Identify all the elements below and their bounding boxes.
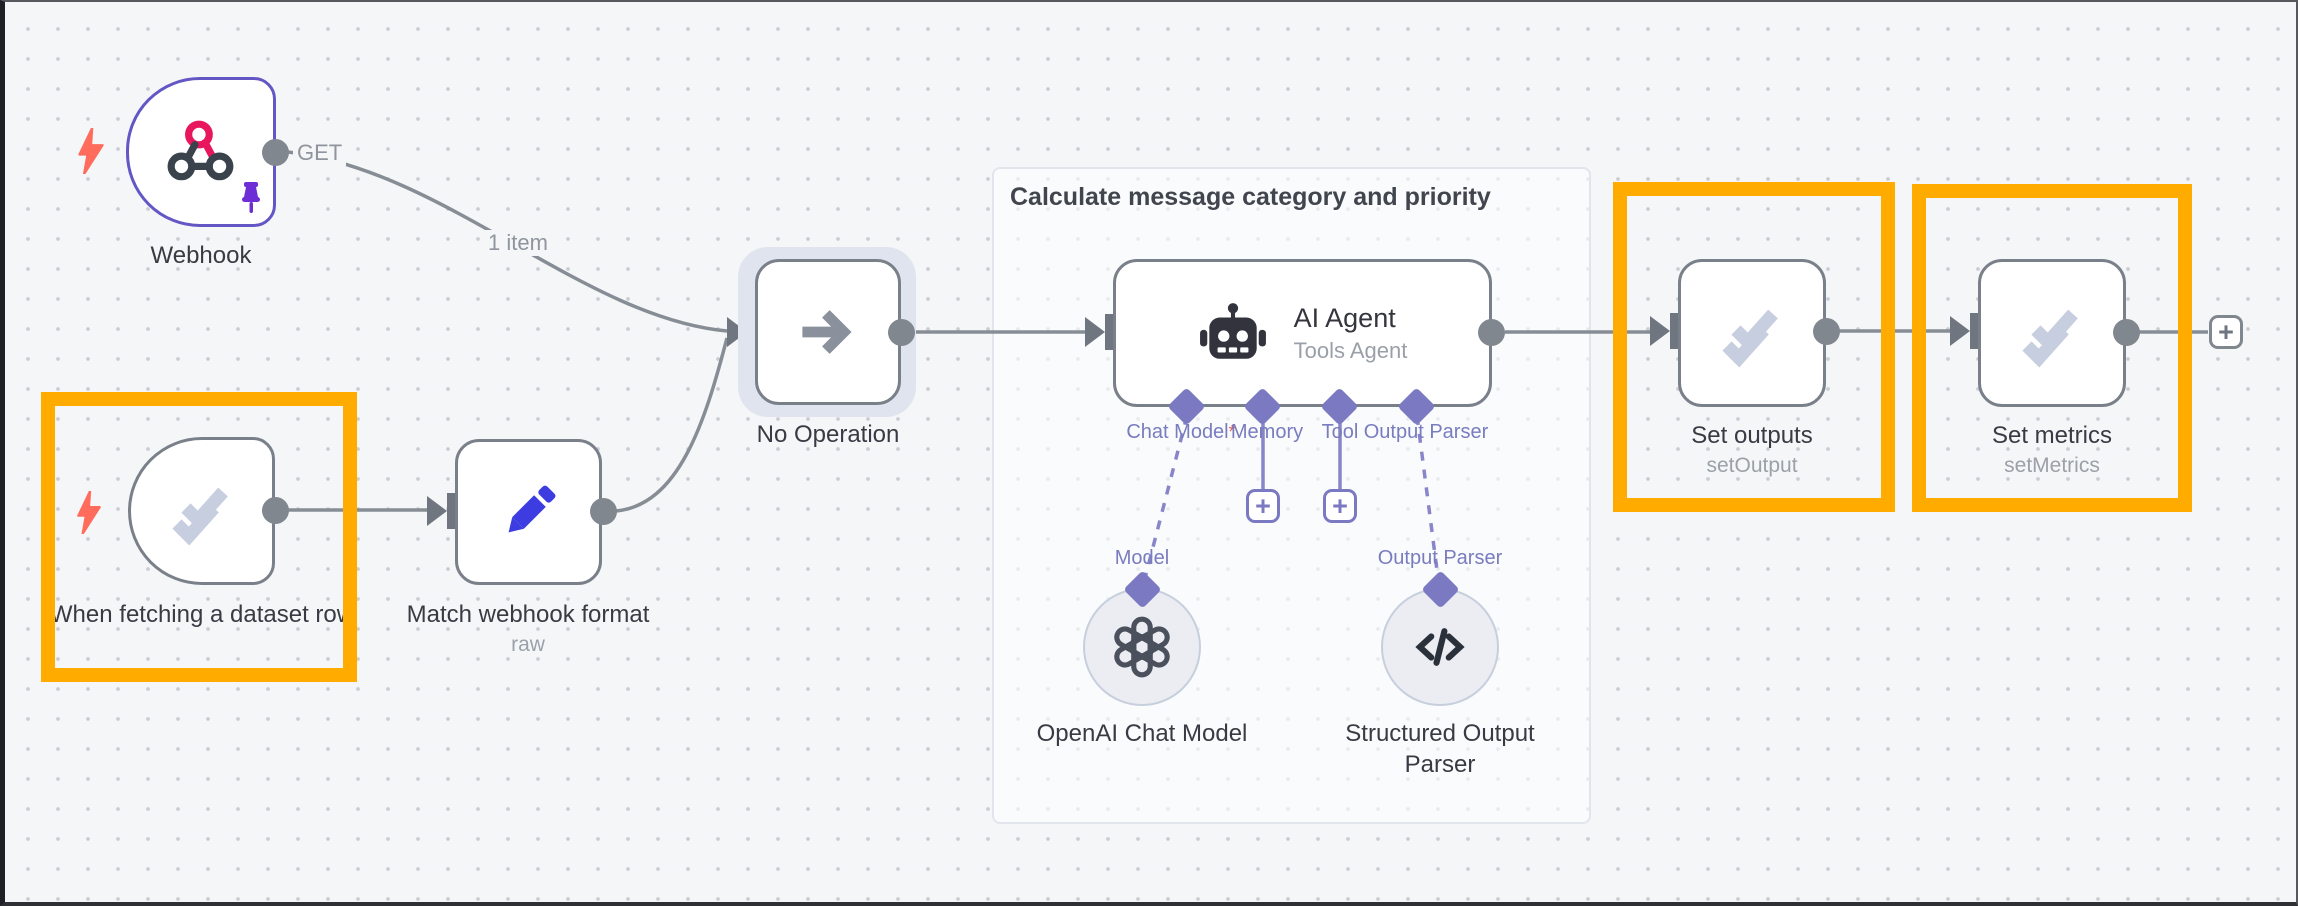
required-asterisk: * [1228,422,1236,442]
webhook-items-label: 1 item [484,230,552,256]
connections-layer [287,150,2208,579]
node-ai-agent[interactable]: AI Agent Tools Agent [1113,259,1492,407]
ai-agent-subtitle: Tools Agent [1293,337,1408,363]
input-arrow-agent [1085,317,1105,347]
node-set-outputs[interactable] [1678,259,1826,407]
connector-label-memory: Memory [1230,421,1304,443]
edge-match-to-noop [615,337,729,513]
arrow-right-icon [802,310,852,354]
match-format-output-handle[interactable] [590,498,617,525]
node-openai-chat-model[interactable] [1083,588,1201,706]
group-frame-title: Calculate message category and priority [1010,183,1491,211]
when-fetching-label: When fetching a dataset row [49,601,355,628]
webhook-icon [167,120,234,181]
noop-output-handle[interactable] [888,319,915,346]
connector-label-output-parser: Output Parser [1363,421,1489,443]
connector-label-output-parser-lower: Output Parser [1377,547,1503,569]
node-webhook[interactable] [126,77,276,227]
input-arrow-noop [727,317,747,347]
match-format-subtitle: raw [511,633,545,656]
double-check-icon [171,487,228,546]
robot-icon [1199,303,1266,359]
set-metrics-label: Set metrics [1991,422,2113,449]
set-outputs-subtitle: setOutput [1706,454,1798,477]
ai-agent-output-handle[interactable] [1478,319,1505,346]
match-format-label: Match webhook format [406,601,650,628]
add-memory-button[interactable]: + [1246,489,1280,523]
noop-label: No Operation [756,421,900,448]
connector-label-chat-model: Chat Model* [1126,421,1236,443]
highlight-box-set-metrics [1912,184,2192,512]
highlight-box-set-outputs [1613,182,1895,512]
connector-label-tool: Tool [1321,421,1359,443]
pencil-icon [508,485,555,533]
ai-agent-label: AI Agent [1293,302,1396,333]
webhook-output-handle[interactable] [262,139,289,166]
add-node-button[interactable]: + [2209,315,2243,349]
highlight-box-when-fetching [41,392,357,682]
set-metrics-subtitle: setMetrics [2004,454,2100,477]
node-match-webhook-format[interactable] [455,439,602,585]
openai-icon [1114,616,1170,678]
when-fetching-output-handle[interactable] [262,497,289,524]
set-metrics-output-handle[interactable] [2113,319,2140,346]
connector-label-model: Model [1114,547,1170,569]
node-structured-output-parser[interactable] [1381,588,1499,706]
input-arrow-match [427,496,447,526]
lightning-icon [78,128,104,174]
webhook-label: Webhook [150,242,252,269]
code-brackets-icon [1415,628,1465,666]
node-set-metrics[interactable] [1978,259,2126,407]
set-outputs-label: Set outputs [1691,422,1813,449]
lightning-icon [77,491,101,534]
node-no-operation[interactable] [755,259,901,405]
openai-chat-model-label: OpenAI Chat Model [1036,720,1248,747]
input-arrow-setoutputs [1650,316,1670,346]
double-check-icon [2022,309,2078,368]
structured-output-parser-label: Structured Output Parser [1345,720,1535,779]
webhook-method-badge: GET [293,140,347,166]
set-outputs-output-handle[interactable] [1813,318,1840,345]
add-tool-button[interactable]: + [1323,489,1357,523]
pin-icon [242,182,260,213]
input-arrow-setmetrics [1950,316,1970,346]
double-check-icon [1722,309,1778,368]
